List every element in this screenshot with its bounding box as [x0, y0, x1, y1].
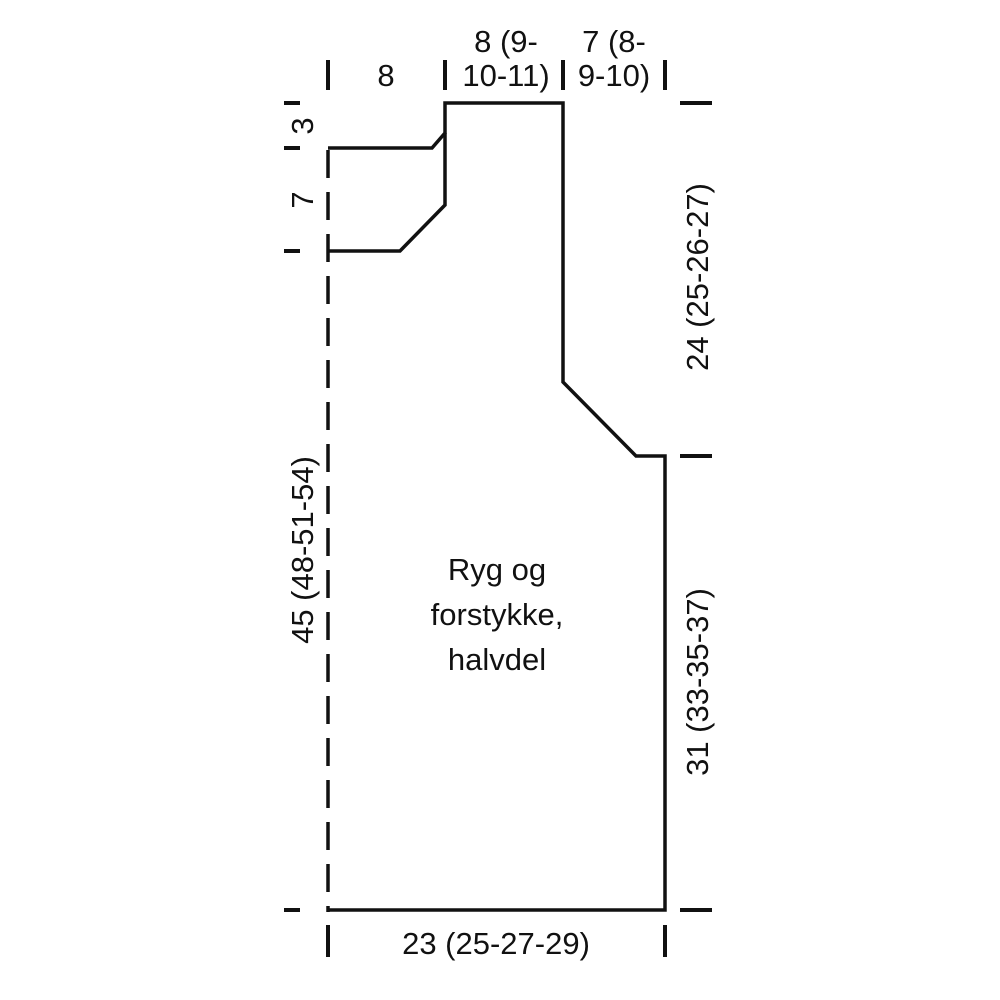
piece-title-line-2: forstykke,: [431, 597, 564, 632]
garment-outline: [328, 101, 667, 912]
label-total-length: 45 (48-51-54): [285, 456, 320, 644]
label-neck-depth-upper: 3: [285, 117, 320, 134]
dimension-ticks: [284, 60, 712, 957]
label-neck-depth-lower: 7: [285, 191, 320, 208]
piece-title-line-3: halvdel: [448, 642, 546, 677]
label-neck-width-1: 8 (9-: [474, 24, 538, 59]
front-neckline: [328, 133, 447, 253]
label-armhole-height: 24 (25-26-27): [680, 183, 715, 371]
label-side-length: 31 (33-35-37): [680, 588, 715, 776]
label-right-width-1: 7 (8-: [582, 24, 646, 59]
label-right-width-2: 9-10): [578, 58, 650, 93]
piece-title-line-1: Ryg og: [448, 552, 546, 587]
label-shoulder-width: 8: [377, 58, 394, 93]
label-neck-width-2: 10-11): [462, 58, 549, 93]
label-bottom-width: 23 (25-27-29): [402, 926, 590, 961]
